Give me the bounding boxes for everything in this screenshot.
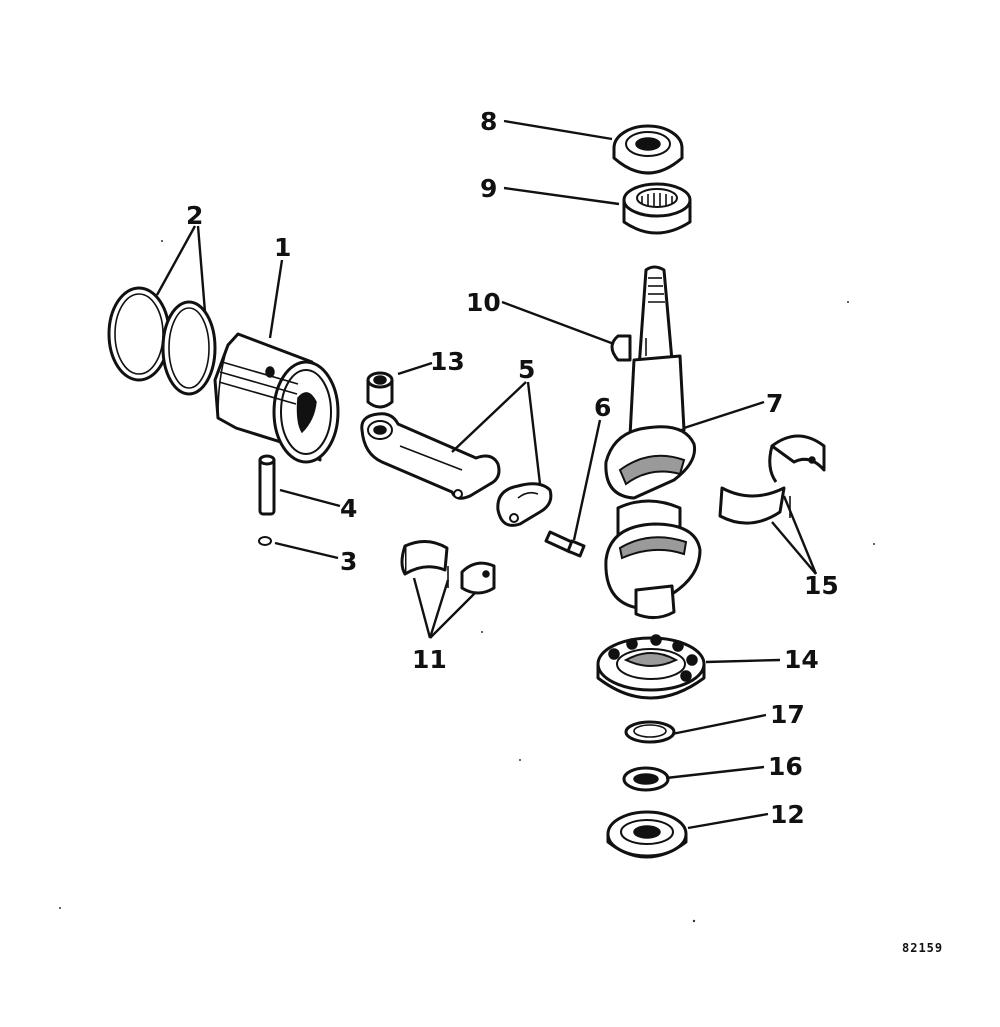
callout-2: 2 (186, 201, 203, 230)
callout-14: 14 (784, 645, 819, 674)
callout-5: 5 (518, 355, 535, 384)
woodruff-key (610, 334, 632, 362)
callout-11: 11 (412, 645, 447, 674)
retaining-ring (624, 720, 676, 744)
callout-17: 17 (770, 700, 805, 729)
main-bearing-halves (718, 434, 826, 525)
leader-lines (155, 119, 818, 830)
figure-id: 82159 (902, 941, 943, 955)
callout-7: 7 (766, 389, 783, 418)
callout-9: 9 (480, 174, 497, 203)
callout-13: 13 (430, 347, 465, 376)
callout-10: 10 (466, 288, 501, 317)
callout-6: 6 (594, 393, 611, 422)
callout-numbers: 1 2 3 4 5 6 7 8 9 10 11 12 13 14 15 16 1… (186, 107, 839, 829)
callout-16: 16 (768, 752, 803, 781)
retaining-clip (258, 536, 272, 546)
callout-3: 3 (340, 547, 357, 576)
upper-bearing (622, 182, 692, 235)
crankshaft (604, 265, 702, 619)
lower-seal (606, 810, 688, 859)
callout-15: 15 (804, 571, 839, 600)
piston-pin (258, 454, 276, 516)
cap-screw (544, 530, 586, 558)
scan-noise (59, 240, 875, 923)
rod-bearing-halves (400, 540, 496, 595)
callout-12: 12 (770, 800, 805, 829)
connecting-rod (360, 412, 553, 527)
upper-seal (612, 124, 684, 175)
ball-bearing (596, 634, 706, 700)
callout-1: 1 (274, 233, 291, 262)
callout-4: 4 (340, 494, 357, 523)
piston-rings (107, 286, 217, 396)
callout-8: 8 (480, 107, 497, 136)
piston (213, 332, 340, 464)
wave-washer (622, 766, 670, 792)
needle-bearing (366, 371, 394, 409)
